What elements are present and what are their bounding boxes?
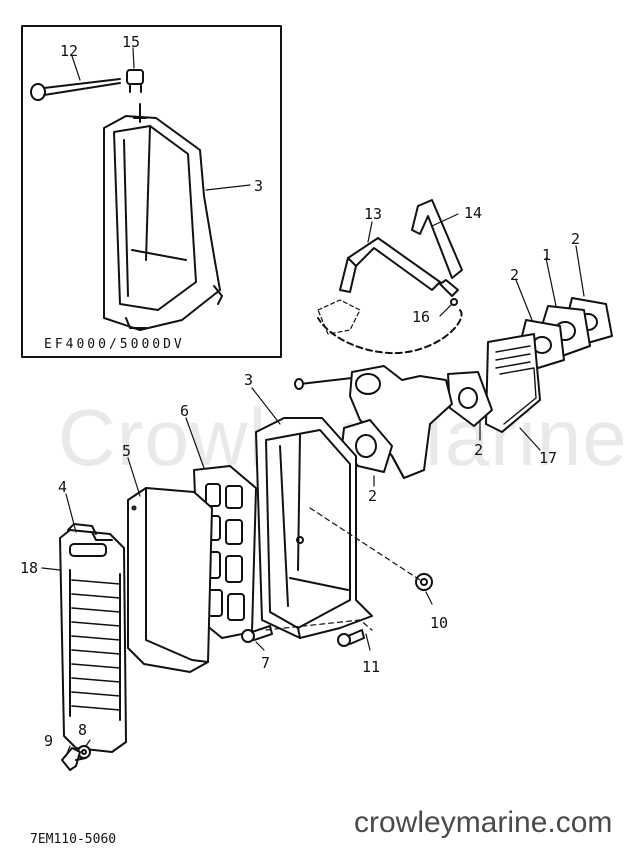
callout-1: 1 — [542, 246, 551, 264]
site-credit: crowleymarine.com — [354, 806, 613, 839]
callout-8: 8 — [78, 721, 87, 739]
callout-17: 17 — [539, 449, 557, 467]
gasket-leaders — [373, 245, 585, 487]
nut-10-part — [415, 573, 433, 591]
callout-2-lower: 2 — [474, 441, 483, 459]
inset-caption: EF4000/5000DV — [44, 337, 185, 352]
callout-18: 18 — [20, 559, 38, 577]
callout-5: 5 — [122, 442, 131, 460]
callout-15-inset: 15 — [122, 33, 140, 51]
knob-9-part — [61, 747, 87, 771]
callout-3-inset: 3 — [254, 177, 263, 195]
inset-cap-part — [126, 69, 144, 93]
main-leaders — [41, 387, 433, 757]
inset-leaders — [71, 47, 251, 191]
callout-6: 6 — [180, 402, 189, 420]
breather-hose-part — [317, 299, 463, 355]
filter-element-5 — [127, 487, 213, 673]
callout-13: 13 — [364, 205, 382, 223]
inset-case-part — [103, 103, 223, 331]
callout-4: 4 — [58, 478, 67, 496]
hose-14-part — [411, 199, 463, 279]
air-cleaner-case-3 — [255, 417, 373, 639]
callout-2-manifold: 2 — [368, 487, 377, 505]
callout-3-main: 3 — [244, 371, 253, 389]
callout-16: 16 — [412, 308, 430, 326]
hose-leaders — [367, 213, 459, 317]
callout-14: 14 — [464, 204, 482, 222]
callout-10: 10 — [430, 614, 448, 632]
callout-11: 11 — [362, 658, 380, 676]
callout-2-right: 2 — [510, 266, 519, 284]
callout-7: 7 — [261, 654, 270, 672]
hose-13-part — [339, 237, 441, 293]
callout-12-inset: 12 — [60, 42, 78, 60]
air-cleaner-cover-4 — [59, 523, 127, 753]
callout-2-far-right: 2 — [571, 230, 580, 248]
clip-16-part — [439, 279, 459, 306]
inset-frame — [21, 25, 282, 358]
reed-valve-17 — [485, 333, 541, 433]
inset-rod-part — [30, 78, 121, 101]
callout-9: 9 — [44, 732, 53, 750]
bolt-11-part — [337, 629, 365, 647]
diagram-code: 7EM110-5060 — [30, 832, 117, 847]
